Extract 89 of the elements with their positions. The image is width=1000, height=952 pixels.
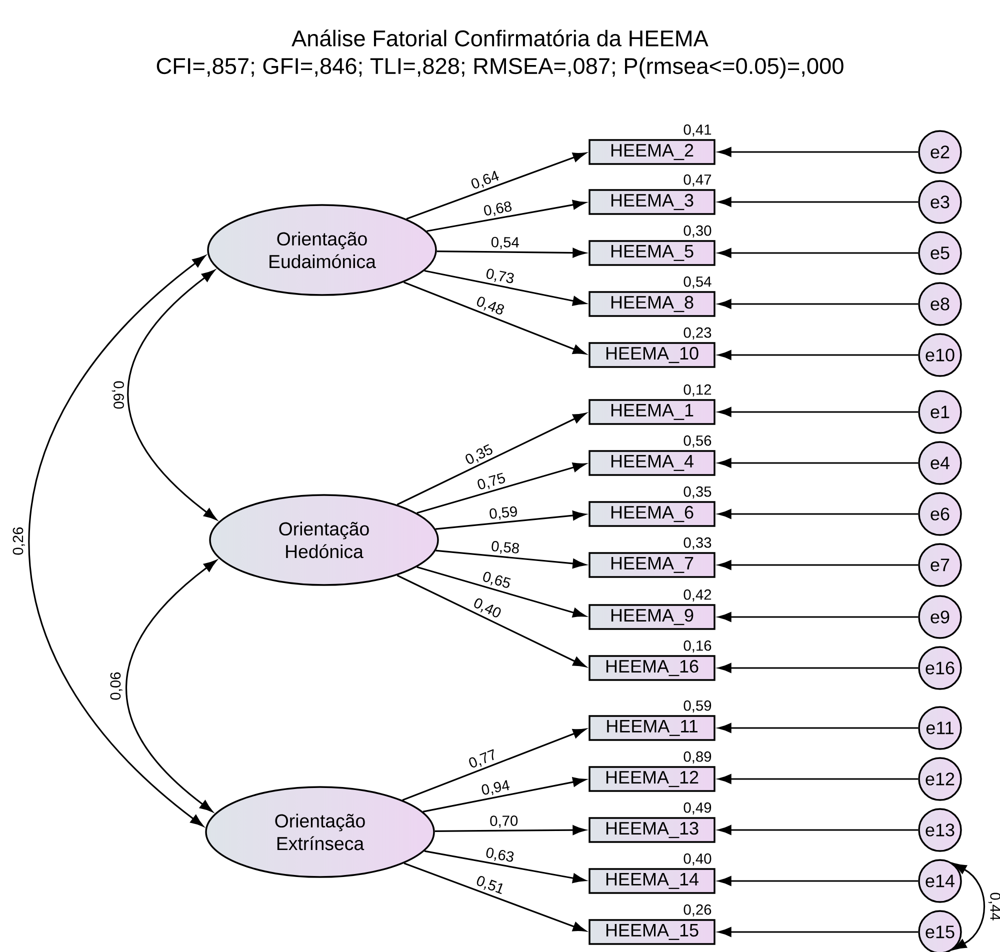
squared-correlation: 0,35: [684, 486, 712, 499]
squared-correlation: 0,42: [684, 589, 712, 602]
observed-variable-box: HEEMA_3: [588, 189, 716, 215]
fit-indices: CFI=,857; GFI=,846; TLI=,828; RMSEA=,087; P(rmsea<=0.05)=,000: [156, 57, 844, 79]
edge-label: 0,75: [478, 472, 506, 490]
squared-correlation: 0,26: [684, 904, 712, 917]
observed-variable-box: HEEMA_11: [588, 715, 716, 741]
observed-variable-box: HEEMA_2: [588, 139, 716, 165]
observed-variable-box: HEEMA_5: [588, 240, 716, 266]
arrow: [718, 774, 918, 784]
edge-label: 0,40: [474, 598, 501, 618]
arrow: [434, 825, 586, 835]
edge-label: 0,48: [477, 296, 504, 314]
edge-label: 0,51: [476, 876, 503, 894]
arrow: [126, 560, 217, 812]
arrow: [718, 197, 918, 207]
edge-label: 0,59: [490, 506, 517, 520]
arrow: [424, 270, 586, 306]
observed-variable-box: HEEMA_13: [588, 817, 716, 843]
arrow: [718, 299, 918, 309]
observed-variable-box: HEEMA_12: [588, 766, 716, 792]
observed-variable-box: HEEMA_16: [588, 655, 716, 681]
arrow: [422, 777, 586, 812]
arrow: [396, 412, 586, 506]
squared-correlation: 0,16: [684, 640, 712, 653]
squared-correlation: 0,12: [684, 384, 712, 397]
edge-label: 0,63: [486, 848, 514, 862]
arrow: [718, 612, 918, 622]
squared-correlation: 0,59: [684, 700, 712, 713]
squared-correlation: 0,49: [684, 802, 712, 815]
arrow: [404, 281, 586, 354]
arrow: [718, 147, 918, 157]
arrow: [718, 876, 918, 886]
squared-correlation: 0,33: [684, 537, 712, 550]
arrow: [416, 462, 586, 514]
observed-variable-box: HEEMA_15: [588, 919, 716, 945]
arrow: [436, 248, 586, 258]
observed-variable-box: HEEMA_4: [588, 450, 716, 476]
arrow: [718, 723, 918, 733]
arrow: [435, 510, 586, 530]
arrow: [953, 863, 986, 950]
arrow: [402, 728, 586, 801]
observed-variable-box: HEEMA_6: [588, 501, 716, 527]
arrow: [718, 663, 918, 673]
edge-label: 0,73: [486, 268, 514, 284]
edge-label: 0,94: [482, 780, 510, 796]
edge-label: 0,26: [12, 527, 25, 555]
squared-correlation: 0,89: [684, 751, 712, 764]
arrow: [436, 550, 586, 568]
edge-label: 0,68: [484, 201, 512, 216]
arrow: [28, 255, 206, 827]
squared-correlation: 0,54: [684, 276, 712, 289]
arrow: [718, 509, 918, 519]
observed-variable-box: HEEMA_14: [588, 868, 716, 894]
observed-variable-box: HEEMA_9: [588, 604, 716, 630]
squared-correlation: 0,56: [684, 435, 712, 448]
arrow: [426, 200, 586, 232]
arrow: [718, 458, 918, 468]
arrow: [718, 825, 918, 835]
edge-label: 0,77: [469, 749, 494, 768]
observed-variable-box: HEEMA_7: [588, 552, 716, 578]
squared-correlation: 0,41: [684, 124, 712, 137]
edge-label: 0,54: [491, 236, 519, 250]
arrow: [718, 350, 918, 360]
arrow: [406, 152, 586, 220]
title: Análise Fatorial Confirmatória da HEEMA: [292, 30, 708, 46]
edge-label: 0,58: [492, 541, 519, 554]
edge-label: 0,64: [471, 170, 499, 188]
arrow: [718, 560, 918, 570]
arrow: [424, 850, 586, 884]
observed-variable-box: HEEMA_8: [588, 291, 716, 317]
observed-variable-box: HEEMA_10: [588, 342, 716, 368]
edge-label: 0,60: [112, 381, 124, 409]
arrow: [718, 248, 918, 258]
squared-correlation: 0,30: [684, 225, 712, 238]
arrow: [127, 270, 217, 520]
edge-label: 0,35: [466, 444, 492, 464]
squared-correlation: 0,23: [684, 327, 712, 340]
arrow: [404, 862, 586, 932]
arrow: [718, 407, 918, 417]
arrow: [718, 927, 918, 937]
squared-correlation: 0,47: [684, 174, 712, 187]
arrow: [396, 574, 586, 668]
edge-label: 0,70: [490, 816, 518, 828]
arrow: [416, 566, 586, 618]
squared-correlation: 0,40: [684, 853, 712, 866]
edge-label: 0,06: [110, 672, 122, 700]
edge-label: 0,65: [483, 572, 511, 588]
observed-variable-box: HEEMA_1: [588, 399, 716, 425]
